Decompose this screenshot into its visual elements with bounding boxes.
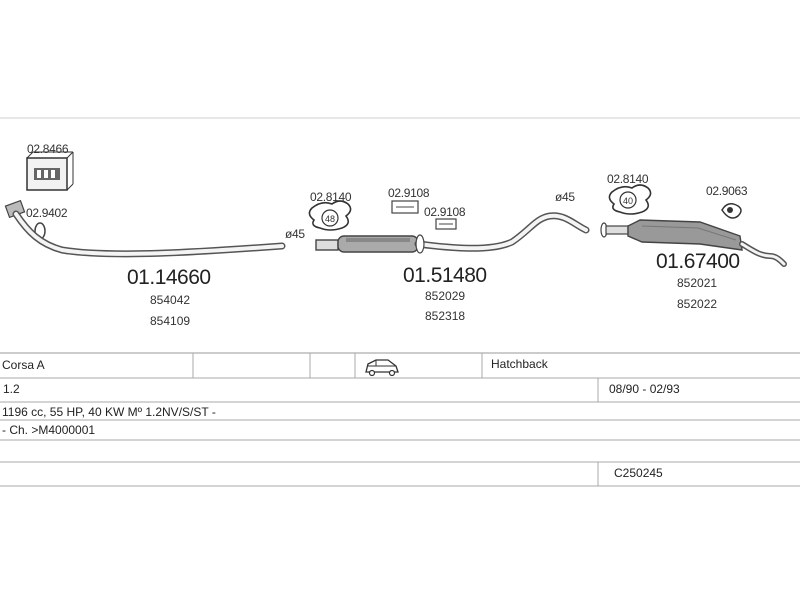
catalog-code: C250245 <box>614 466 663 480</box>
ref-clamp-right: 02.8140 <box>607 172 649 186</box>
oe-front-2: 854109 <box>150 314 191 328</box>
oe-rear-1: 852021 <box>677 276 718 290</box>
production-years: 08/90 - 02/93 <box>609 382 680 396</box>
part-code-front: 01.14660 <box>127 266 211 289</box>
ring-mid-a-icon <box>391 200 419 214</box>
info-table-grid <box>0 353 800 487</box>
oe-middle-2: 852318 <box>425 309 466 323</box>
ref-clamp-mid: 02.8140 <box>310 190 352 204</box>
ref-top-box: 02.8466 <box>27 142 69 156</box>
rear-silencer <box>600 219 787 267</box>
svg-text:40: 40 <box>623 196 633 206</box>
clamp-right-icon: 40 <box>608 184 652 215</box>
part-code-middle: 01.51480 <box>403 264 487 287</box>
ref-ring-right: 02.9063 <box>706 184 748 198</box>
body-type: Hatchback <box>491 357 548 371</box>
oe-middle-1: 852029 <box>425 289 466 303</box>
ring-right-icon <box>721 203 742 219</box>
oe-front-1: 854042 <box>150 293 191 307</box>
engine-details: 1196 cc, 55 HP, 40 KW Mº 1.2NV/S/ST - <box>2 405 216 419</box>
oe-rear-2: 852022 <box>677 297 718 311</box>
part-code-rear: 01.67400 <box>656 250 740 273</box>
clamp-mid-icon: 48 <box>308 200 352 231</box>
svg-text:48: 48 <box>325 214 335 224</box>
ref-ring-mid-b: 02.9108 <box>424 205 466 219</box>
ring-mid-b-icon <box>435 218 457 230</box>
box-icon <box>26 151 74 191</box>
engine-size: 1.2 <box>3 382 20 396</box>
ref-gasket-left: 02.9402 <box>26 206 68 220</box>
car-icon <box>365 359 399 377</box>
model-name: Corsa A <box>2 358 45 372</box>
ref-ring-mid-a: 02.9108 <box>388 186 430 200</box>
angle-rear: ø45 <box>555 190 575 204</box>
angle-front: ø45 <box>285 227 305 241</box>
front-pipe <box>12 210 286 258</box>
middle-silencer <box>315 212 590 254</box>
chassis-number: - Ch. >M4000001 <box>2 423 96 437</box>
